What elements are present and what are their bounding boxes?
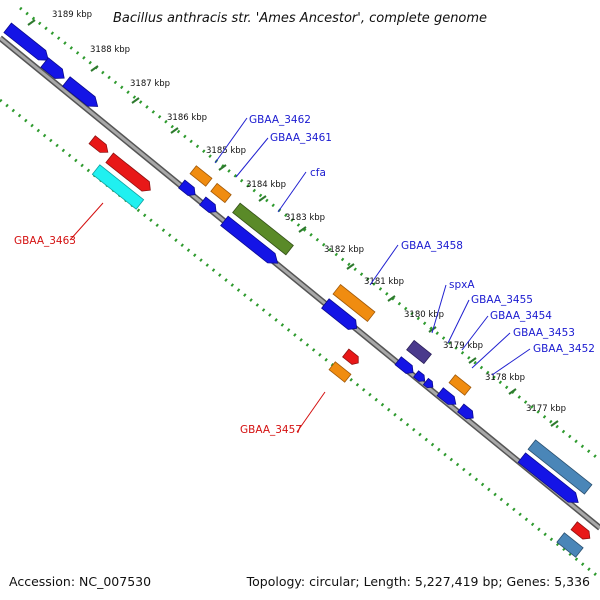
gene-arrow-blue[interactable] [220,215,282,268]
gene-arrow-blue[interactable] [394,356,416,377]
gene-arrow-cyan[interactable] [91,164,145,210]
genome-backbone [0,35,600,531]
kbp-label: 3183 kbp [285,213,325,223]
gene-arrow-olive[interactable] [232,202,294,256]
gene-arrow-purple[interactable] [406,339,432,365]
accession-text: Accession: NC_007530 [9,574,151,589]
gene-arrow-blue[interactable] [199,196,220,215]
map-title: Bacillus anthracis str. 'Ames Ancestor',… [113,11,487,26]
gene-arrow-blue[interactable] [3,22,52,65]
kbp-label: 3186 kbp [167,113,207,123]
kbp-label: 3177 kbp [526,404,566,414]
gene-arrow-blue[interactable] [436,387,459,408]
gene-arrow-red[interactable] [342,348,362,367]
dotted-track-lower [0,98,600,580]
gene-arrow-orange[interactable] [189,165,213,187]
gene-arrow-red[interactable] [105,152,154,195]
leader-lines [69,117,531,433]
gene-arrow-steel[interactable] [527,439,593,495]
gene-features [3,22,593,558]
gene-labels: GBAA_3462 GBAA_3461 cfa GBAA_3458 spxA G… [14,114,595,436]
gene-arrow-blue[interactable] [321,298,361,333]
kbp-label: 3179 kbp [443,341,483,351]
gene-arrow-blue[interactable] [422,377,435,390]
gene-label[interactable]: GBAA_3457 [240,424,302,436]
gene-arrow-orange[interactable] [210,182,232,204]
gene-arrow-orange[interactable] [332,284,376,322]
kbp-labels: 3189 kbp 3188 kbp 3187 kbp 3186 kbp 3185… [52,10,566,414]
kbp-label: 3184 kbp [246,180,286,190]
kbp-label: 3188 kbp [90,45,130,55]
gene-arrow-orange[interactable] [328,361,352,383]
gene-label[interactable]: GBAA_3461 [270,132,332,144]
gene-arrow-orange[interactable] [448,374,472,396]
gene-arrow-red[interactable] [570,521,593,542]
gene-arrow-blue[interactable] [457,403,477,422]
gene-arrow-steel[interactable] [556,532,584,558]
gene-arrow-blue[interactable] [40,57,68,83]
gene-label[interactable]: GBAA_3458 [401,240,463,252]
gene-arrow-blue[interactable] [517,452,582,507]
gene-arrow-blue[interactable] [413,370,428,384]
tick-marks [27,19,559,427]
gene-label[interactable]: GBAA_3455 [471,294,533,306]
gene-label[interactable]: GBAA_3462 [249,114,311,126]
gene-label[interactable]: spxA [449,279,475,291]
gene-arrow-blue[interactable] [178,179,199,198]
gene-label[interactable]: GBAA_3454 [490,310,552,322]
gene-arrow-blue[interactable] [62,76,102,111]
kbp-label: 3180 kbp [404,310,444,320]
gene-arrow-red[interactable] [88,135,111,156]
kbp-label: 3181 kbp [364,277,404,287]
kbp-label: 3178 kbp [485,373,525,383]
topology-text: Topology: circular; Length: 5,227,419 bp… [246,574,590,589]
gene-label[interactable]: GBAA_3452 [533,343,595,355]
gene-label[interactable]: GBAA_3463 [14,235,76,247]
kbp-label: 3185 kbp [206,146,246,156]
kbp-label: 3187 kbp [130,79,170,89]
kbp-label: 3182 kbp [324,245,364,255]
gene-label[interactable]: cfa [310,167,326,179]
gene-label[interactable]: GBAA_3453 [513,327,575,339]
kbp-label: 3189 kbp [52,10,92,20]
